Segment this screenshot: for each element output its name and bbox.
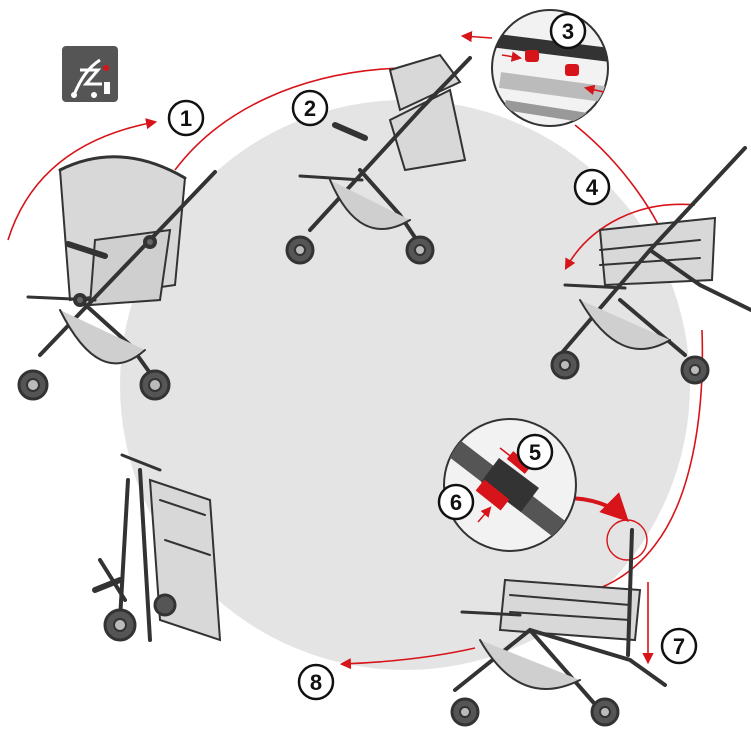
zoom-detail-step-3 xyxy=(490,10,610,126)
step-number-6: 6 xyxy=(450,490,462,515)
step-number-5: 5 xyxy=(529,440,541,465)
step-badge-5: 5 xyxy=(518,435,552,469)
step-number-1: 1 xyxy=(180,106,192,131)
step-badge-2: 2 xyxy=(293,91,327,125)
step-number-2: 2 xyxy=(304,96,316,121)
step-number-8: 8 xyxy=(310,670,322,695)
step-badge-7: 7 xyxy=(662,629,696,663)
step-badge-8: 8 xyxy=(299,665,333,699)
arrow-3-hint xyxy=(463,36,492,38)
step-badge-4: 4 xyxy=(575,170,609,204)
step-number-7: 7 xyxy=(673,634,685,659)
stroller-fold-icon xyxy=(62,46,118,102)
step-badge-6: 6 xyxy=(439,485,473,519)
step-badge-1: 1 xyxy=(169,101,203,135)
step-number-3: 3 xyxy=(562,19,574,44)
step-number-4: 4 xyxy=(586,175,599,200)
step-badge-3: 3 xyxy=(551,14,585,48)
